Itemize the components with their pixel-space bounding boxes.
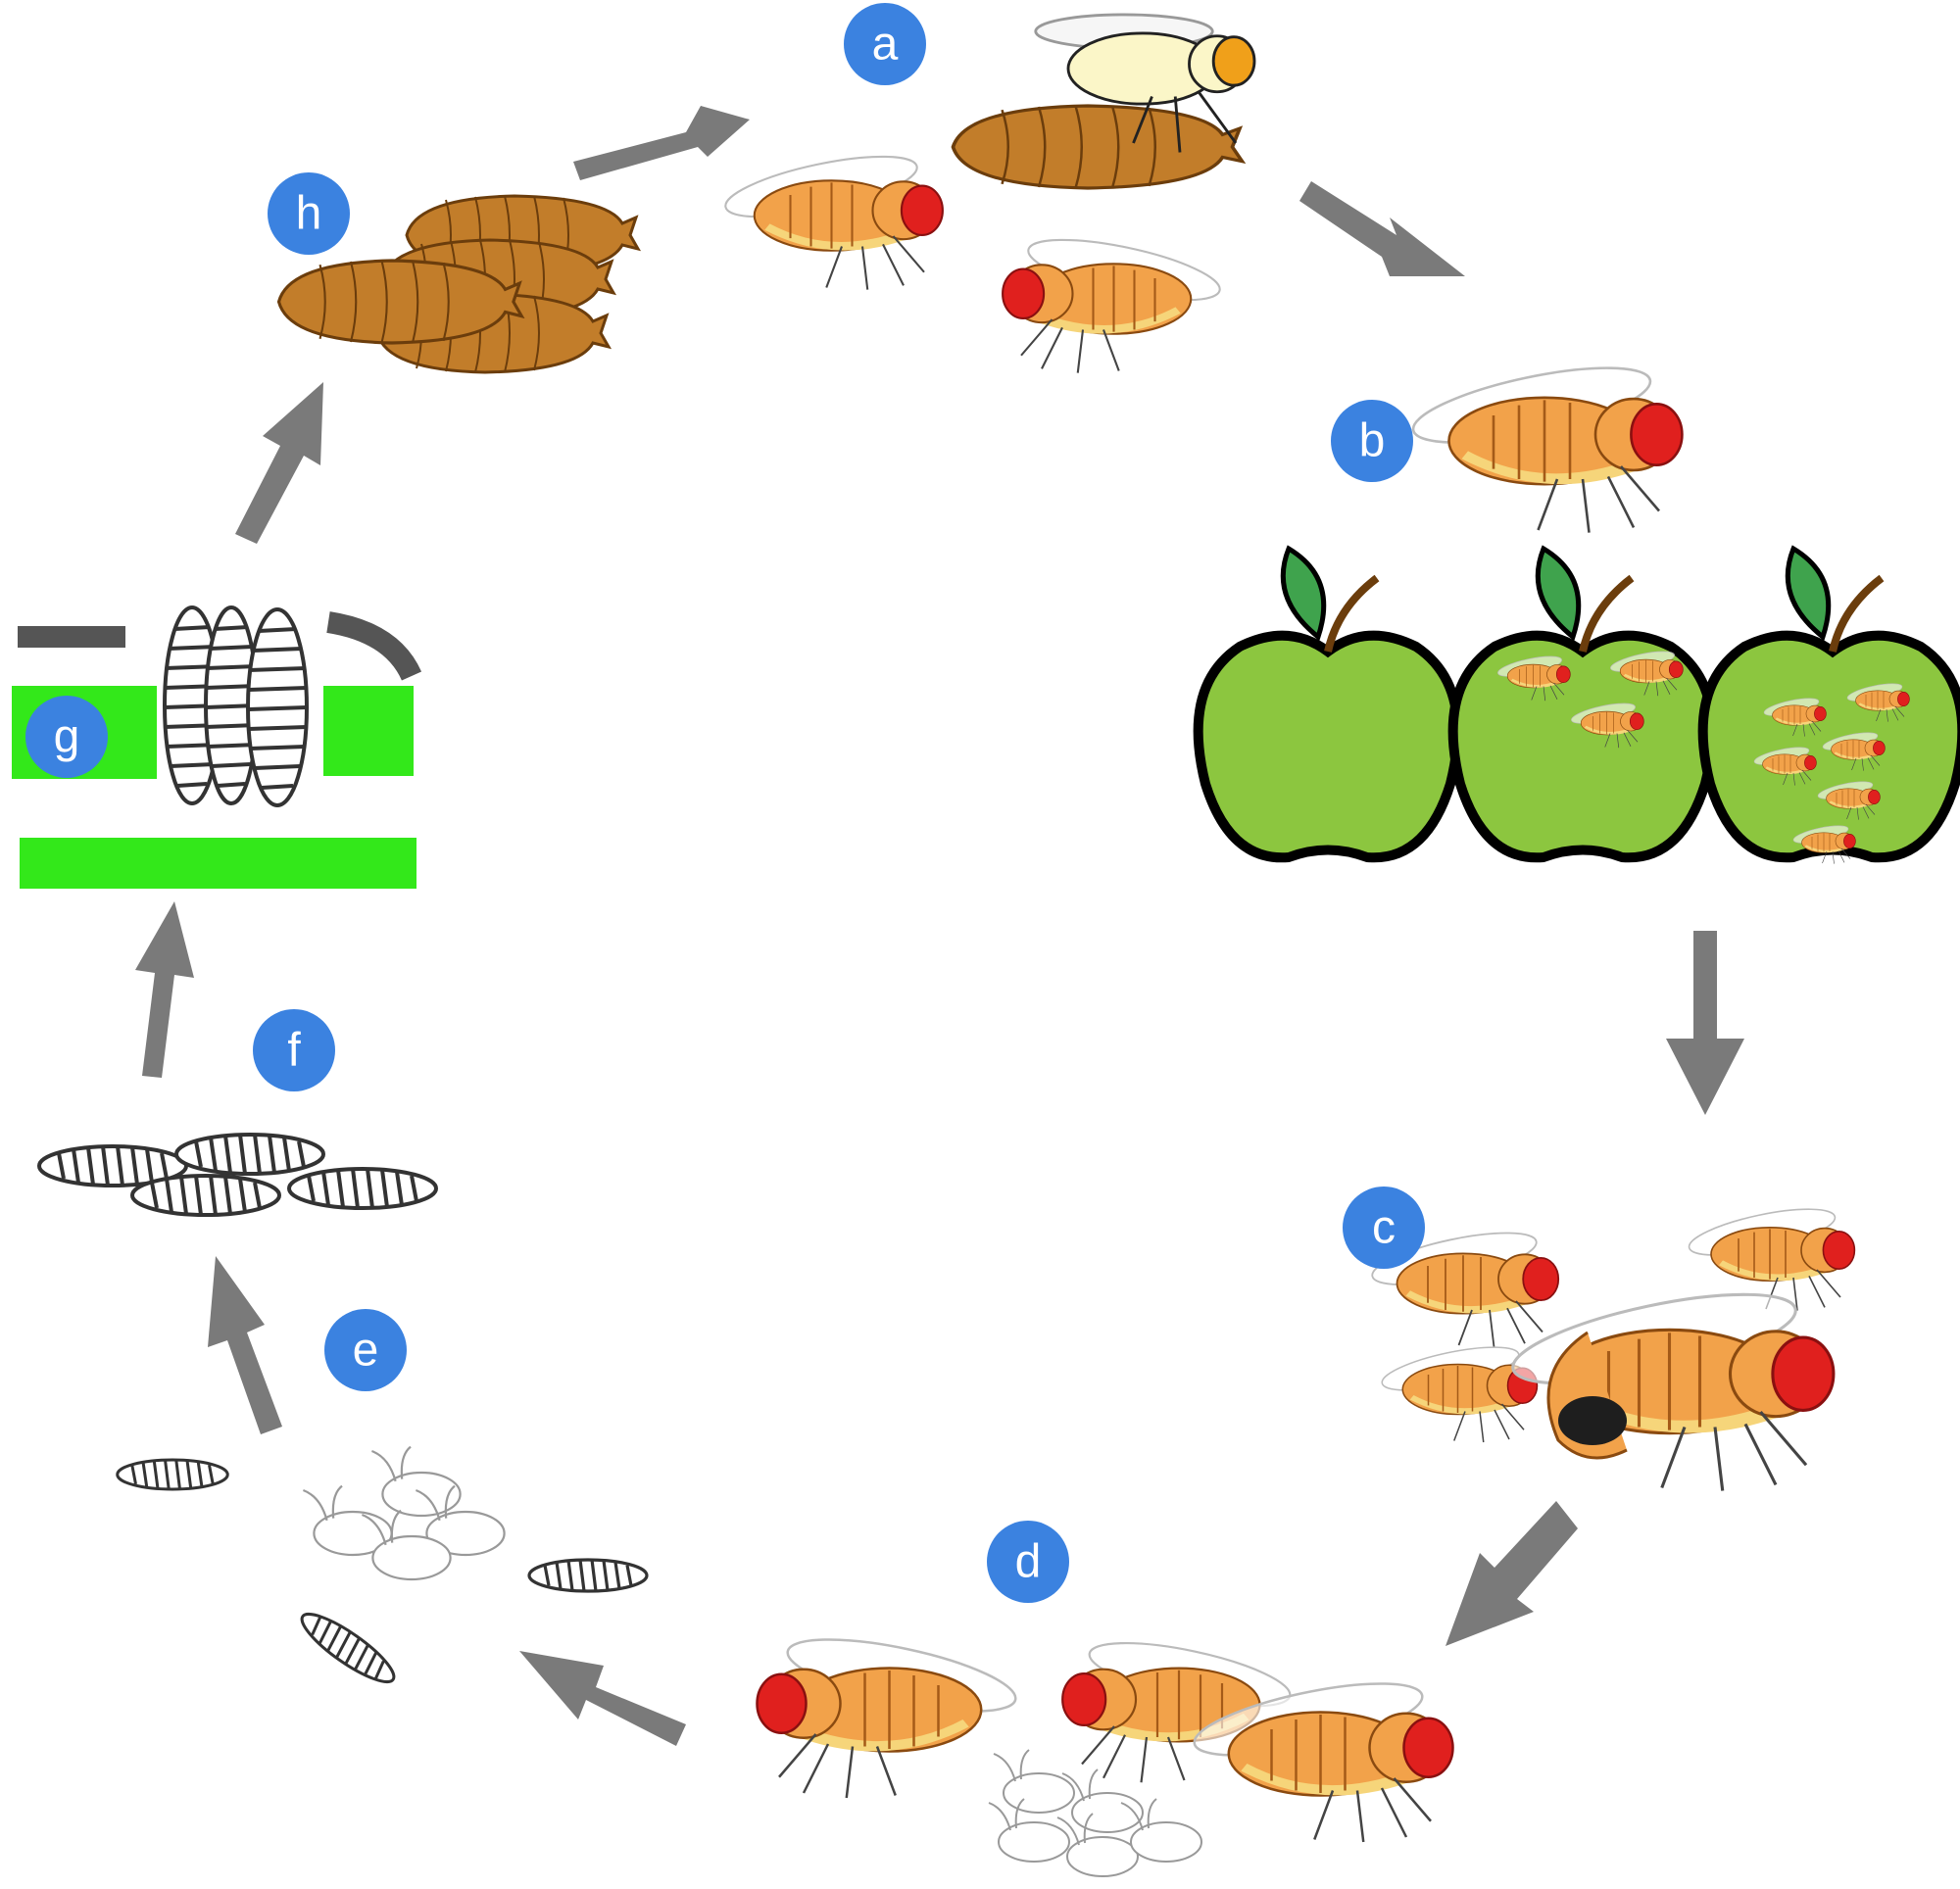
adult-fly bbox=[1405, 351, 1684, 534]
stage-badge-e: e bbox=[324, 1309, 407, 1391]
courting-fly bbox=[1685, 1198, 1856, 1312]
food-medium bbox=[20, 838, 416, 889]
mating-pair bbox=[1504, 1275, 1836, 1493]
upright-larvae bbox=[163, 605, 309, 807]
stage-badge-b: b bbox=[1331, 400, 1413, 482]
arrow-a-to-b bbox=[1299, 181, 1465, 276]
larva bbox=[287, 1167, 438, 1210]
female-fly bbox=[756, 1623, 1023, 1800]
larva bbox=[116, 1458, 229, 1491]
egg-cluster bbox=[988, 1749, 1202, 1877]
arrow-c-to-d bbox=[1446, 1501, 1578, 1646]
courting-fly bbox=[1378, 1337, 1539, 1443]
apple-2 bbox=[1453, 549, 1713, 857]
stage-label-d: d bbox=[1015, 1536, 1042, 1588]
food-medium bbox=[323, 686, 414, 776]
stage-label-e: e bbox=[353, 1325, 379, 1377]
stage-label-c: c bbox=[1372, 1202, 1396, 1254]
adult-fly-left bbox=[1002, 226, 1226, 374]
emerging-fly bbox=[1034, 13, 1256, 153]
stage-badges: a b c d e f g h bbox=[25, 3, 1425, 1603]
stage-badge-g: g bbox=[25, 696, 108, 778]
stage-badge-c: c bbox=[1343, 1187, 1425, 1269]
egg-cluster bbox=[302, 1445, 506, 1581]
adult-fly-right bbox=[719, 143, 944, 291]
stage-badge-h: h bbox=[268, 172, 350, 255]
arrow-b-to-c bbox=[1666, 931, 1744, 1115]
stage-d-illustration bbox=[756, 1623, 1454, 1877]
stage-e-illustration bbox=[116, 1445, 649, 1694]
larva bbox=[527, 1558, 649, 1593]
stage-badge-a: a bbox=[844, 3, 926, 85]
stage-label-f: f bbox=[287, 1025, 301, 1077]
stage-badge-d: d bbox=[987, 1521, 1069, 1603]
larva bbox=[292, 1602, 404, 1694]
apple-3 bbox=[1703, 549, 1960, 857]
cycle-arrows bbox=[135, 106, 1744, 1746]
larva bbox=[130, 1174, 281, 1217]
stage-badge-f: f bbox=[253, 1009, 335, 1091]
arrow-e-to-f bbox=[208, 1256, 282, 1434]
apple-1 bbox=[1199, 549, 1458, 857]
vial-wall bbox=[326, 611, 422, 681]
stage-label-a: a bbox=[872, 19, 899, 71]
stage-label-h: h bbox=[296, 188, 322, 240]
stage-f-illustration bbox=[37, 1133, 438, 1217]
stage-a-illustration bbox=[719, 13, 1256, 374]
larva bbox=[174, 1133, 325, 1176]
arrow-g-to-h bbox=[235, 382, 323, 544]
arrow-d-to-e bbox=[519, 1651, 686, 1746]
stage-label-g: g bbox=[54, 711, 80, 763]
stage-label-b: b bbox=[1359, 415, 1386, 467]
stage-c-illustration bbox=[1367, 1198, 1856, 1493]
arrow-h-to-a bbox=[573, 106, 750, 180]
stage-b-illustration bbox=[1199, 351, 1960, 864]
empty-pupal-case bbox=[951, 104, 1245, 190]
arrow-f-to-g bbox=[135, 901, 194, 1078]
